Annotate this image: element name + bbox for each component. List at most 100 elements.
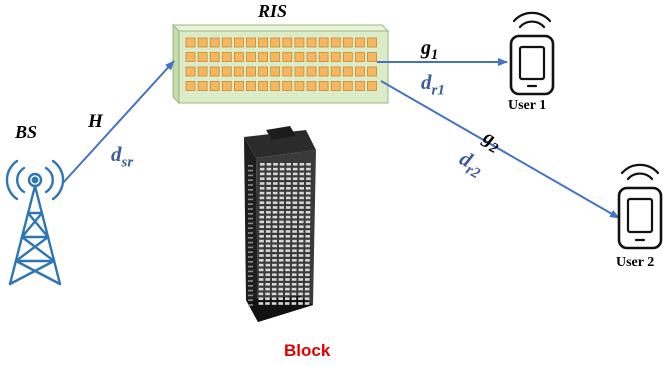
building-window	[278, 283, 284, 286]
ris-element	[185, 37, 196, 48]
building-window	[248, 251, 253, 253]
building-window	[285, 225, 291, 228]
ris-element	[258, 52, 269, 62]
building-window	[272, 206, 278, 209]
building-window	[279, 220, 284, 224]
building-window	[266, 167, 272, 171]
building-window	[248, 289, 253, 292]
building-window	[272, 191, 278, 195]
building-window	[266, 206, 271, 209]
building-window	[292, 239, 297, 243]
ris-panel-icon	[171, 23, 390, 105]
building-window	[305, 239, 310, 243]
building-window	[248, 169, 253, 172]
building-window	[248, 227, 253, 229]
building-window	[292, 254, 297, 257]
building-window	[292, 182, 298, 185]
building-window	[292, 220, 297, 224]
building-window	[305, 187, 311, 190]
building-window	[305, 268, 310, 272]
building-window	[272, 196, 278, 200]
building-window	[271, 287, 277, 291]
building-window	[299, 211, 304, 214]
building-window	[292, 211, 298, 214]
building-window	[272, 215, 278, 219]
link-ris-user2	[380, 80, 620, 219]
building-window	[291, 268, 297, 272]
ris-element	[330, 66, 341, 77]
building-window	[305, 259, 310, 262]
building-window	[278, 287, 284, 291]
building-window	[248, 237, 253, 239]
ris-element	[185, 81, 196, 91]
building-window	[285, 292, 290, 296]
building-window	[279, 206, 284, 209]
building-window	[304, 283, 310, 286]
building-window	[278, 278, 284, 281]
building-window	[272, 278, 277, 281]
building-window	[248, 189, 253, 191]
building-window	[285, 283, 290, 286]
ris-element	[270, 66, 281, 77]
building-window	[266, 163, 272, 166]
building-window	[298, 263, 304, 267]
building-window	[279, 235, 284, 238]
ris-element	[294, 52, 305, 62]
building-window	[278, 263, 284, 267]
building-window	[279, 215, 284, 219]
building-window	[259, 254, 264, 257]
building-window	[298, 259, 304, 262]
ris-element	[294, 37, 305, 48]
ris-element	[246, 66, 256, 77]
building-window	[306, 172, 311, 176]
ris-element	[197, 81, 208, 91]
building-window	[305, 201, 311, 204]
ris-element	[330, 81, 341, 91]
ris-element	[330, 37, 341, 48]
building-window	[292, 201, 298, 204]
building-window	[299, 172, 305, 176]
ris-element	[209, 37, 220, 48]
ris-element	[282, 66, 293, 77]
ris-element	[270, 37, 281, 48]
building-window	[286, 182, 291, 185]
building-window	[258, 292, 264, 296]
building-window	[265, 302, 270, 305]
building-window	[259, 167, 265, 171]
building-window	[298, 239, 304, 243]
building-window	[299, 187, 304, 190]
building-window	[286, 201, 291, 204]
building-window	[291, 297, 297, 300]
building-window	[265, 278, 270, 281]
building-window	[291, 283, 297, 286]
building-window	[298, 297, 303, 300]
building-window	[273, 172, 278, 176]
building-window	[279, 163, 285, 166]
building-window	[285, 244, 291, 248]
building-window	[259, 244, 264, 248]
building-window	[298, 278, 303, 281]
building-window	[278, 297, 283, 300]
building-window	[272, 249, 277, 252]
building-window	[292, 244, 297, 248]
channel-h-label: H	[88, 111, 103, 132]
ris-element	[221, 37, 232, 48]
building-window	[265, 254, 271, 257]
ris-element	[221, 52, 232, 62]
building-window	[266, 211, 271, 214]
building-window	[286, 191, 291, 195]
distance-sr-label: dsr	[111, 142, 134, 171]
building-window	[278, 302, 283, 305]
building-window	[273, 163, 278, 166]
building-window	[248, 198, 253, 201]
building-window	[298, 273, 304, 276]
building-window	[272, 230, 278, 233]
building-window	[265, 244, 271, 248]
building-window	[265, 230, 271, 233]
building-window	[285, 263, 290, 267]
building-window	[248, 241, 253, 244]
building-window	[292, 230, 297, 233]
building-window	[279, 182, 285, 185]
building-window	[258, 278, 264, 281]
building-window	[265, 235, 271, 238]
